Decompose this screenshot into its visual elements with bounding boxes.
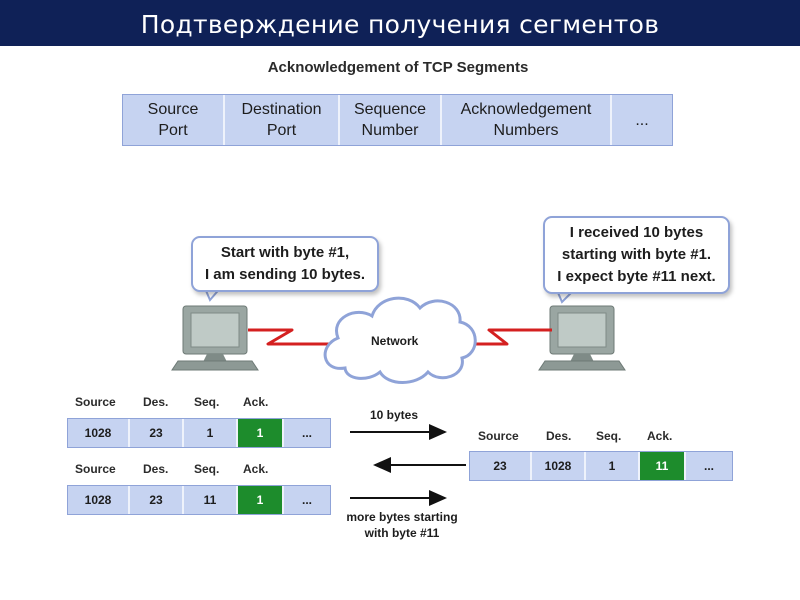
segment-source: 1028 bbox=[68, 419, 130, 447]
field-more: ... bbox=[635, 111, 649, 129]
segment-source: 23 bbox=[470, 452, 532, 480]
sender-computer-icon bbox=[171, 305, 259, 371]
right-link-icon bbox=[471, 328, 552, 346]
segment-seq: 1 bbox=[586, 452, 640, 480]
receiver-speech-bubble: I received 10 bytes starting with byte #… bbox=[543, 216, 730, 294]
segment-des: 1028 bbox=[532, 452, 586, 480]
diagram-title: Acknowledgement of TCP Segments bbox=[267, 59, 529, 76]
segment-more: ... bbox=[301, 426, 312, 440]
segment-reply: 23 1028 1 11 ... bbox=[469, 451, 733, 481]
col-label-source: Source bbox=[478, 429, 519, 443]
field-source-port: Source Port bbox=[123, 95, 225, 145]
left-link-icon bbox=[248, 328, 333, 346]
col-label-source: Source bbox=[75, 462, 116, 476]
segment-ack: 1 bbox=[238, 419, 284, 447]
col-label-seq: Seq. bbox=[194, 462, 220, 476]
col-label-seq: Seq. bbox=[194, 395, 220, 409]
col-label-ack: Ack. bbox=[243, 462, 269, 476]
arrow-label-more-bytes: more bytes starting with byte #11 bbox=[346, 510, 458, 540]
arrow-label-10-bytes: 10 bytes bbox=[370, 408, 419, 422]
tcp-header-fields: Source Port Destination Port Sequence Nu… bbox=[122, 94, 673, 146]
segment-sent-2: 1028 23 11 1 ... bbox=[67, 485, 331, 515]
field-acknowledgement-numbers: Acknowledgement Numbers bbox=[442, 95, 612, 145]
col-label-seq: Seq. bbox=[596, 429, 622, 443]
segment-seq: 11 bbox=[184, 486, 238, 514]
network-cloud-icon bbox=[323, 296, 477, 384]
col-label-ack: Ack. bbox=[647, 429, 673, 443]
col-label-source: Source bbox=[75, 395, 116, 409]
segment-seq: 1 bbox=[184, 419, 238, 447]
network-label: Network bbox=[371, 334, 419, 348]
segment-sent-1: 1028 23 1 1 ... bbox=[67, 418, 331, 448]
sender-speech-bubble: Start with byte #1, I am sending 10 byte… bbox=[191, 236, 379, 292]
col-label-des: Des. bbox=[546, 429, 572, 443]
slide-title: Подтверждение получения сегментов bbox=[0, 0, 800, 46]
segment-more: ... bbox=[703, 459, 714, 473]
col-label-des: Des. bbox=[143, 395, 169, 409]
receiver-computer-icon bbox=[538, 305, 626, 371]
field-destination-port: Destination Port bbox=[225, 95, 340, 145]
segment-more: ... bbox=[301, 493, 312, 507]
col-label-des: Des. bbox=[143, 462, 169, 476]
segment-des: 23 bbox=[130, 486, 184, 514]
segment-source: 1028 bbox=[68, 486, 130, 514]
col-label-ack: Ack. bbox=[243, 395, 269, 409]
segment-ack: 1 bbox=[238, 486, 284, 514]
field-sequence-number: Sequence Number bbox=[340, 95, 442, 145]
segment-ack: 11 bbox=[640, 452, 686, 480]
segment-des: 23 bbox=[130, 419, 184, 447]
